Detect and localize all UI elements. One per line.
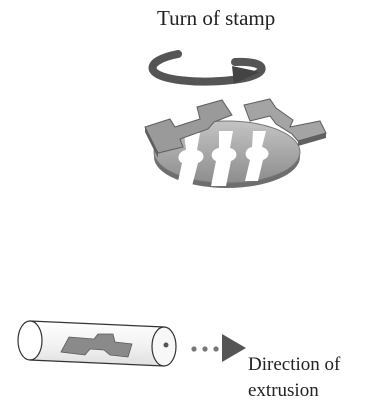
extrusion-direction-label: Direction of extrusion (248, 352, 340, 404)
stamp-cut-slots (177, 131, 269, 186)
extrusion-direction-label-line1: Direction of (248, 354, 341, 375)
bar-specimen-piece (60, 333, 133, 358)
extrusion-direction-arrow-icon (191, 334, 246, 362)
extrusion-direction-label-line2: extrusion (248, 380, 319, 401)
stamp-disk (144, 98, 327, 188)
rotation-arrow-icon (148, 50, 266, 86)
stamp-specimen-pieces (144, 98, 327, 158)
turn-of-stamp-label: Turn of stamp (157, 6, 276, 30)
extruded-bar (17, 320, 177, 367)
